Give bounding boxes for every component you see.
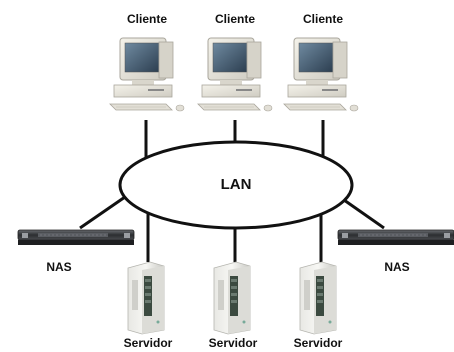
server-label-1: Servidor (123, 336, 173, 350)
client-label-1: Cliente (126, 12, 167, 26)
server-tower-1 (127, 261, 165, 335)
network-links (79, 120, 385, 262)
nas-device-left (17, 229, 135, 246)
client-computer-2 (197, 37, 273, 112)
client-computer-3 (283, 37, 359, 112)
link-nas-right (343, 198, 385, 230)
lan-cloud (118, 140, 354, 230)
nas-device-right (337, 229, 454, 246)
server-label-2: Servidor (208, 336, 258, 350)
link-nas-left (79, 195, 126, 230)
client-label-3: Cliente (302, 12, 343, 26)
client-computer-1 (109, 37, 185, 112)
client-label-2: Cliente (214, 12, 255, 26)
nas-label-right: NAS (384, 260, 410, 274)
server-tower-2 (213, 261, 251, 335)
server-tower-3 (299, 261, 337, 335)
server-label-3: Servidor (293, 336, 343, 350)
lan-label: LAN (220, 176, 252, 193)
nas-label-left: NAS (46, 260, 72, 274)
